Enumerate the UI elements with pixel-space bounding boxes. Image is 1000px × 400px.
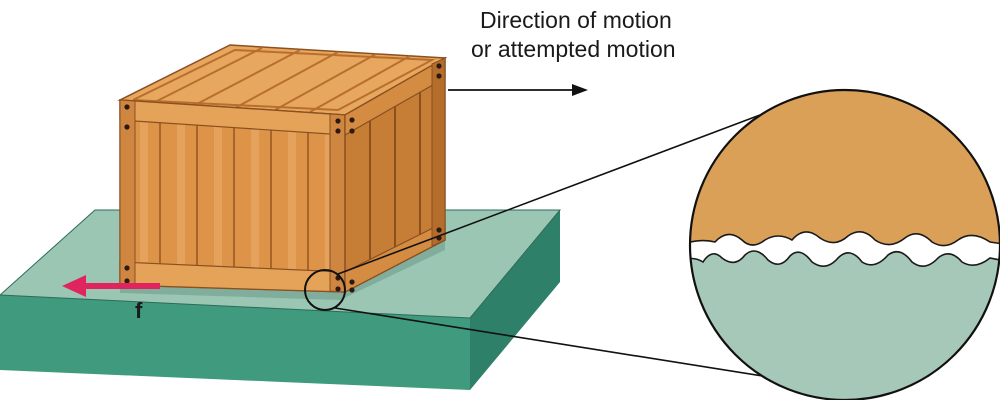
zoom-lines <box>334 114 776 379</box>
floor-front <box>0 295 470 390</box>
magnified-view-border <box>688 88 1000 400</box>
friction-arrow <box>62 275 160 297</box>
magnified-view <box>690 90 1000 400</box>
motion-arrow <box>448 84 588 96</box>
friction-force-label: f <box>135 298 143 323</box>
floor-side <box>470 210 560 390</box>
crate-bolts <box>124 63 442 293</box>
motion-label-line2: or attempted motion <box>471 36 676 62</box>
contact-point-circle <box>304 269 346 311</box>
motion-label-line1: Direction of motion <box>480 7 672 33</box>
crate <box>117 44 448 300</box>
